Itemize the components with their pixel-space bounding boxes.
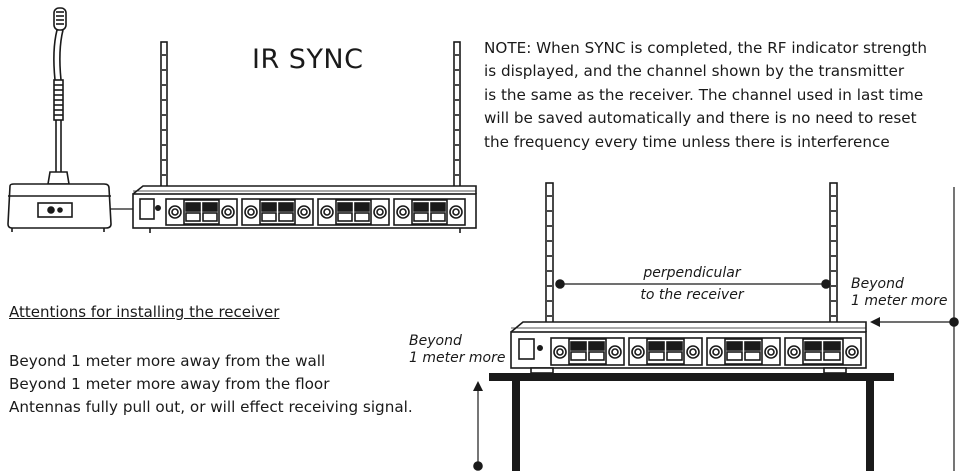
note-line: the frequency every time unless there is… xyxy=(484,132,890,151)
note-line: will be saved automatically and there is… xyxy=(484,109,917,128)
diagram-title: IR SYNC xyxy=(252,44,364,75)
channel-module xyxy=(317,198,390,226)
perpendicular-label: perpendicular to the receiver xyxy=(557,265,827,304)
wall-distance-label-line: 1 meter more xyxy=(851,293,948,309)
channel-module xyxy=(241,198,314,226)
receiver-bottom xyxy=(510,182,867,374)
sync-note: NOTE: When SYNC is completed, the RF ind… xyxy=(484,37,962,154)
attention-item: Beyond 1 meter more away from the wall xyxy=(9,352,326,370)
channel-module xyxy=(628,337,703,366)
floor-distance-guide xyxy=(473,381,483,471)
note-line: is displayed, and the channel shown by t… xyxy=(484,62,905,81)
note-line: is the same as the receiver. The channel… xyxy=(484,85,924,104)
perpendicular-guide xyxy=(555,279,831,289)
perpendicular-label-line: to the receiver xyxy=(640,287,744,303)
channel-module xyxy=(550,337,625,366)
perpendicular-label-line: perpendicular xyxy=(643,265,741,281)
attentions-heading: Attentions for installing the receiver xyxy=(9,303,280,321)
floor-distance-label: Beyond 1 meter more xyxy=(409,333,506,367)
channel-module xyxy=(784,337,862,366)
channel-module xyxy=(165,198,238,226)
attention-item: Beyond 1 meter more away from the floor xyxy=(9,375,330,394)
receiver-top xyxy=(132,41,477,233)
wall-distance-label: Beyond 1 meter more xyxy=(851,276,948,310)
wall-distance-guide xyxy=(870,187,959,471)
attention-item: Antennas fully pull out, or will effect … xyxy=(9,398,413,417)
channel-module xyxy=(706,337,781,366)
gooseneck-microphone xyxy=(7,7,112,232)
table xyxy=(489,373,894,471)
channel-module xyxy=(393,198,466,226)
floor-distance-label-line: Beyond xyxy=(409,333,462,349)
note-line: NOTE: When SYNC is completed, the RF ind… xyxy=(484,39,927,57)
wall-distance-label-line: Beyond xyxy=(851,276,904,292)
attentions-list: Beyond 1 meter more away from the wall B… xyxy=(9,350,413,420)
floor-distance-label-line: 1 meter more xyxy=(409,350,506,366)
